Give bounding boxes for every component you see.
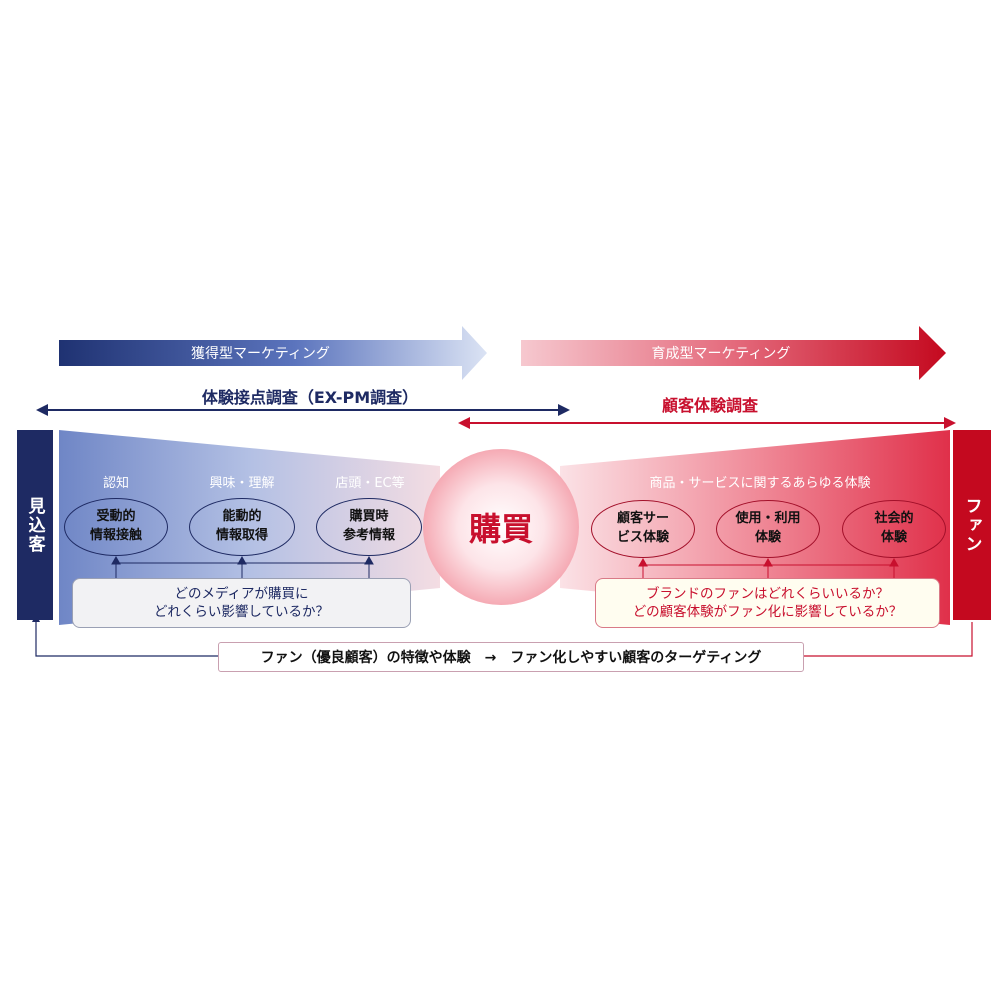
nurturing-arrow	[521, 326, 946, 380]
cx-survey-label: 顧客体験調査	[661, 396, 758, 415]
oval-usage-experience: 使用・利用 体験	[716, 500, 820, 558]
acquisition-marketing-label: 獲得型マーケティング	[191, 346, 330, 362]
oval-social-experience-text: 社会的 体験	[874, 511, 914, 545]
ex-pm-survey-label: 体験接点調査（EX-PM調査）	[201, 388, 419, 407]
prospect-box: 見込客	[17, 430, 53, 620]
prospect-label: 見込客	[24, 496, 45, 554]
right-connectors	[638, 557, 899, 578]
stage-awareness: 認知	[102, 476, 129, 491]
fan-influence-question: ブランドのファンはどれくらいいるか？ どの顧客体験がファン化に影響しているか？	[595, 578, 940, 628]
fan-influence-question-text: ブランドのファンはどれくらいいるか？ どの顧客体験がファン化に影響しているか？	[632, 585, 903, 620]
oval-active-info-text: 能動的 情報取得	[215, 509, 268, 543]
fan-box: ファン	[953, 430, 991, 620]
oval-purchase-reference: 購買時 参考情報	[316, 498, 422, 556]
oval-customer-service-text: 顧客サー ビス体験	[616, 511, 669, 545]
ex-pm-span-line	[36, 404, 570, 416]
oval-passive-info: 受動的 情報接触	[64, 498, 168, 556]
oval-passive-info-text: 受動的 情報接触	[89, 509, 142, 543]
cx-span-line	[458, 417, 956, 429]
oval-social-experience: 社会的 体験	[842, 500, 946, 558]
oval-customer-service: 顧客サー ビス体験	[591, 500, 695, 558]
media-influence-question-text: どのメディアが購買に どれくらい影響しているか？	[153, 585, 330, 620]
stage-interest: 興味・理解	[209, 476, 275, 491]
targeting-summary-text: ファン（優良顧客）の特徴や体験 → ファン化しやすい顧客のターゲティング	[260, 650, 762, 666]
oval-usage-experience-text: 使用・利用 体験	[735, 511, 801, 545]
targeting-summary-box: ファン（優良顧客）の特徴や体験 → ファン化しやすい顧客のターゲティング	[218, 642, 804, 672]
left-connectors	[111, 555, 374, 578]
fan-label: ファン	[961, 496, 982, 554]
purchase-circle: 購買	[423, 449, 579, 605]
purchase-circle-shape	[423, 449, 579, 605]
media-influence-question: どのメディアが購買に どれくらい影響しているか？	[72, 578, 411, 628]
oval-active-info: 能動的 情報取得	[189, 498, 295, 556]
nurturing-marketing-label: 育成型マーケティング	[651, 346, 791, 362]
purchase-label: 購買	[468, 510, 533, 548]
stage-all-experiences: 商品・サービスに関するあらゆる体験	[649, 476, 871, 491]
oval-purchase-reference-text: 購買時 参考情報	[342, 509, 395, 543]
acquisition-arrow	[59, 326, 487, 380]
stage-store-ec: 店頭・EC等	[335, 476, 405, 491]
